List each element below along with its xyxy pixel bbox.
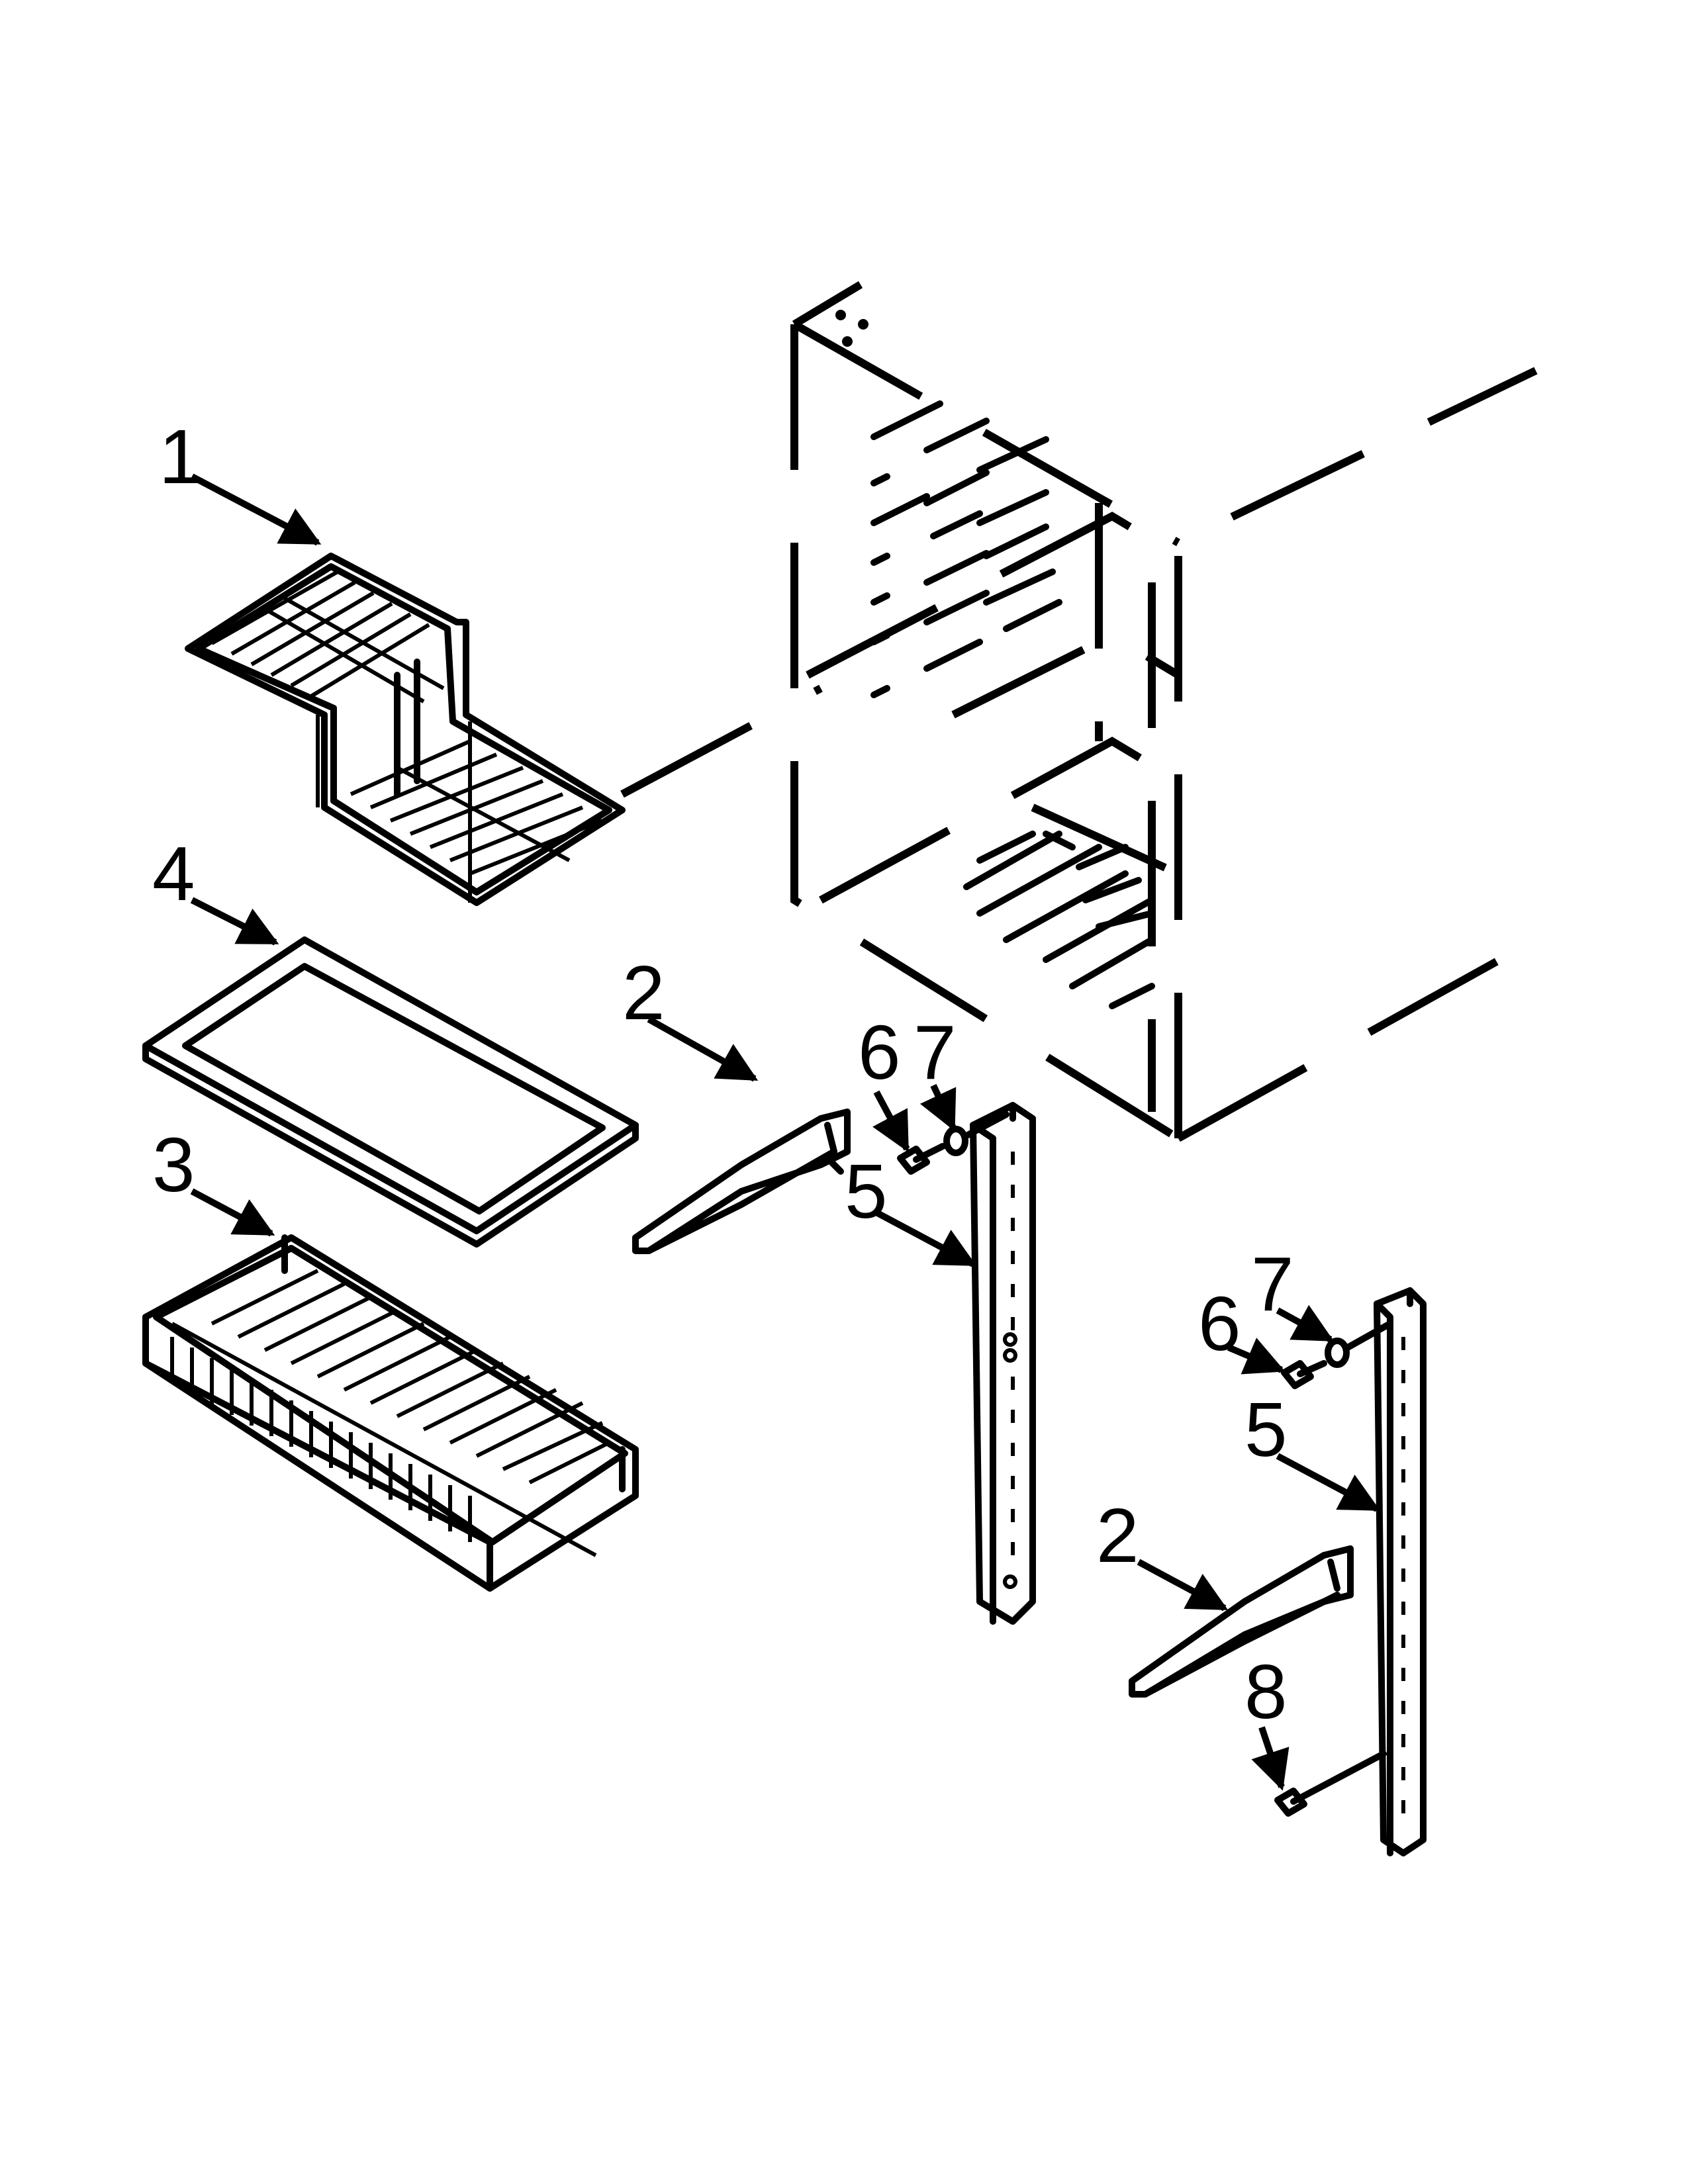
callout-6-bottom: 6 <box>1198 1281 1241 1367</box>
callout-7-top: 7 <box>914 1009 957 1095</box>
screw-8 <box>1274 1751 1387 1817</box>
callout-3: 3 <box>152 1122 195 1208</box>
cabinet-slot-marks <box>870 400 1062 698</box>
cabinet-hatch <box>963 831 1155 1009</box>
shelf-bracket-left <box>632 1109 851 1254</box>
stepped-wire-shelf <box>185 553 626 906</box>
wire-basket <box>142 1234 639 1592</box>
callout-6-top: 6 <box>858 1009 901 1095</box>
washer-7-bottom <box>1325 1320 1393 1368</box>
glass-shelf <box>142 936 639 1248</box>
callout-5-right: 5 <box>1244 1387 1288 1473</box>
cabinet-outline <box>790 281 1538 1142</box>
callout-1: 1 <box>159 414 202 500</box>
callout-leaders <box>190 473 1381 1791</box>
shelf-standard-right <box>1374 1287 1427 1856</box>
callout-7-bottom: 7 <box>1251 1241 1294 1327</box>
callout-2-right: 2 <box>1096 1492 1139 1578</box>
callout-4: 4 <box>152 831 195 917</box>
shelf-standard-left <box>970 1102 1036 1625</box>
shelf-alignment-line <box>620 684 823 798</box>
screw-6-top <box>897 1143 946 1175</box>
callout-5-left: 5 <box>845 1148 888 1234</box>
callout-labels: 1 4 3 2 6 7 5 7 6 5 2 8 <box>152 414 1294 1735</box>
callout-8: 8 <box>1244 1649 1288 1735</box>
shelf-bracket-right <box>1129 1545 1354 1698</box>
callout-2-left: 2 <box>622 950 665 1036</box>
cabinet-holes <box>835 310 868 347</box>
screw-6-bottom <box>1281 1360 1327 1389</box>
